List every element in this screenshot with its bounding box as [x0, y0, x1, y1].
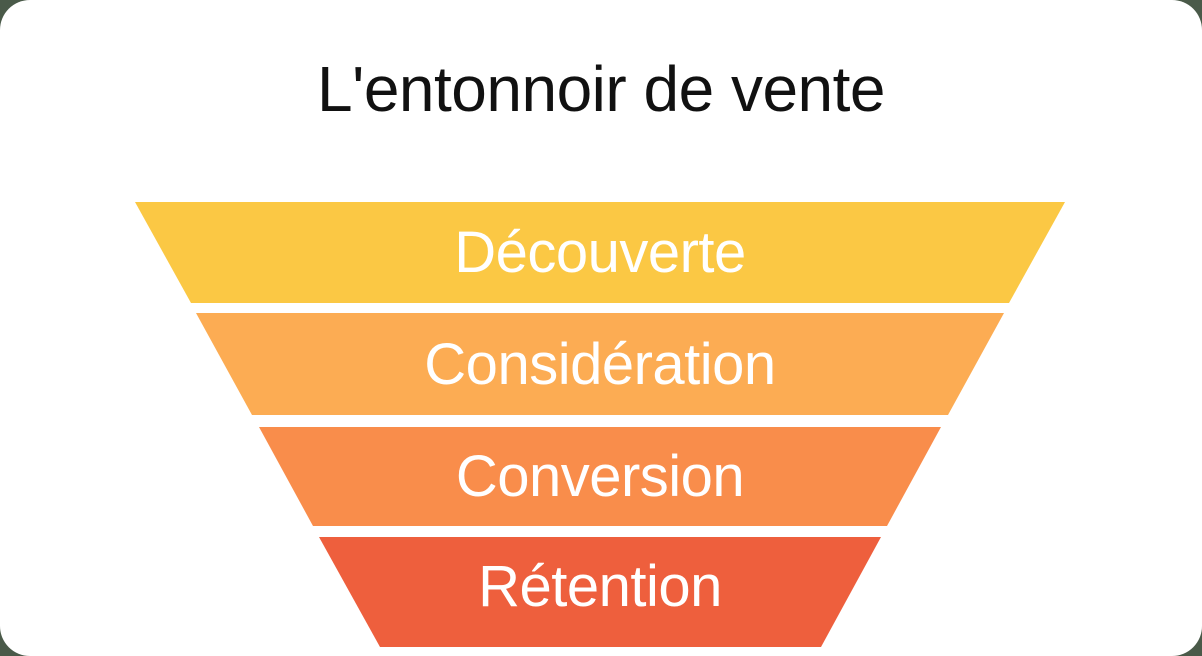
funnel-stage-label: Découverte: [454, 220, 746, 285]
sales-funnel: Découverte Considération Conversion Réte…: [135, 202, 1065, 647]
chart-title: L'entonnoir de vente: [317, 53, 886, 125]
funnel-stage-label: Rétention: [478, 553, 722, 619]
funnel-stage-consideration: Considération: [196, 313, 1004, 415]
funnel-stage-conversion: Conversion: [259, 427, 941, 526]
funnel-stage-label: Conversion: [455, 444, 745, 509]
funnel-stage-decouverte: Découverte: [135, 202, 1065, 303]
funnel-stage-retention: Rétention: [319, 537, 881, 647]
funnel-stage-label: Considération: [424, 331, 776, 397]
